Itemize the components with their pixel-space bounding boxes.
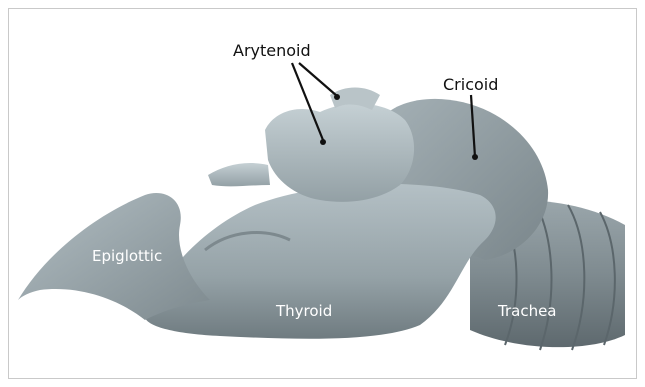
arytenoid-leader-dot-2 xyxy=(334,94,340,100)
arytenoid-leader-right xyxy=(299,63,337,96)
label-cricoid: Cricoid xyxy=(443,75,498,94)
label-arytenoid: Arytenoid xyxy=(233,41,311,60)
cricoid-leader-dot xyxy=(472,154,478,160)
label-thyroid: Thyroid xyxy=(275,302,332,320)
arytenoid-shape xyxy=(208,88,414,202)
arytenoid-leader-dot xyxy=(320,139,326,145)
label-epiglottic: Epiglottic xyxy=(92,247,162,265)
label-trachea: Trachea xyxy=(497,302,557,320)
